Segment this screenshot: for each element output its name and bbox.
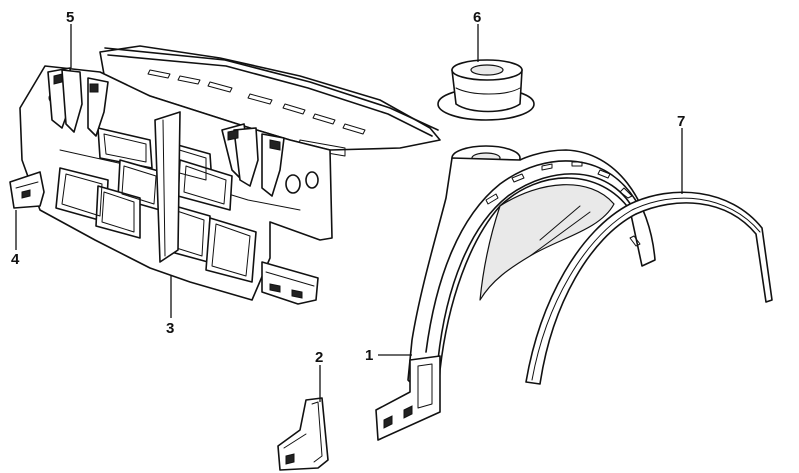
callout-5: 5 bbox=[66, 9, 74, 26]
callout-1: 1 bbox=[365, 347, 373, 364]
rear-panel-assembly bbox=[9, 45, 441, 305]
callouts: 5 6 7 4 3 1 2 bbox=[11, 9, 685, 366]
callout-4: 4 bbox=[11, 251, 20, 268]
callout-7: 7 bbox=[677, 113, 685, 130]
wheel-arch-housing-part bbox=[375, 145, 656, 441]
small-bracket-part bbox=[277, 397, 329, 471]
leader-lines bbox=[15, 24, 683, 402]
callout-3: 3 bbox=[166, 320, 174, 337]
callout-2: 2 bbox=[315, 349, 323, 366]
callout-6: 6 bbox=[473, 9, 481, 26]
arch-trim-strip-part bbox=[525, 191, 773, 385]
spring-cap-part bbox=[437, 59, 535, 121]
